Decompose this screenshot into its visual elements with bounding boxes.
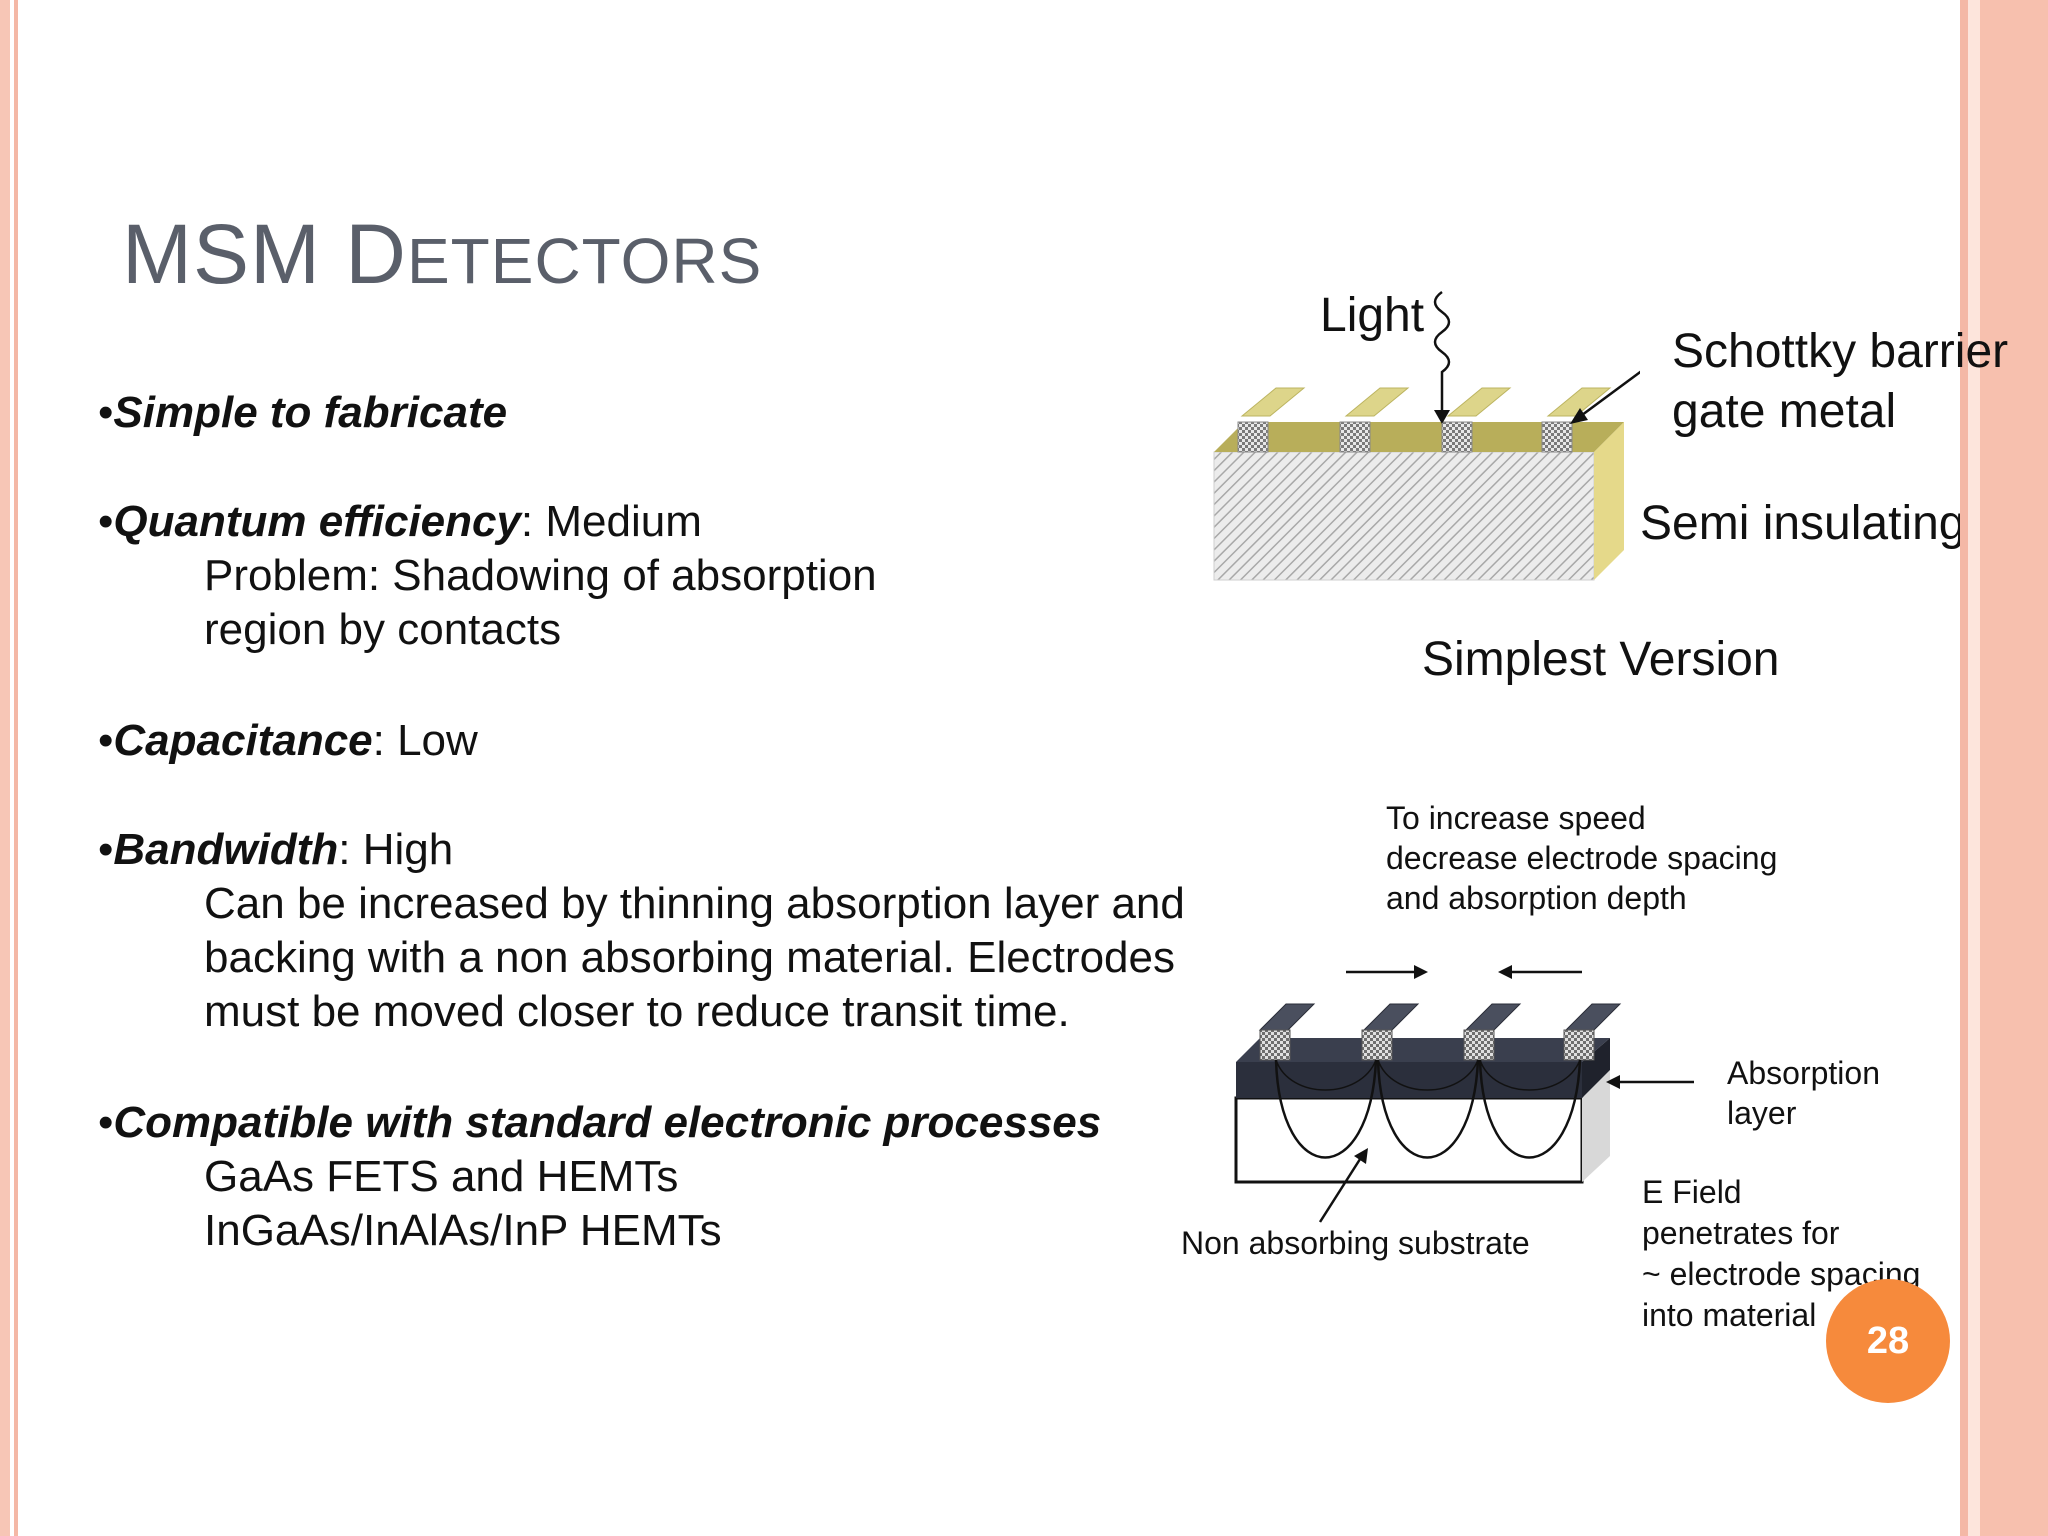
- msm-improved-diagram: [1234, 965, 1694, 1223]
- right-border-band: [1968, 0, 1980, 1536]
- e-field-lines: [1274, 1059, 1582, 1159]
- msm-simple-diagram: [1213, 290, 1640, 581]
- bw-subline-2: backing with a non absorbing material. E…: [204, 933, 1175, 982]
- bullet-bandwidth: •Bandwidth: High: [98, 825, 454, 874]
- compat-subline-1: GaAs FETS and HEMTs: [204, 1152, 679, 1201]
- page-number-badge: 28: [1826, 1279, 1950, 1403]
- semi-insulating-label: Semi insulating GaAs: [1640, 497, 1960, 550]
- speed-note-1: To increase speed: [1386, 800, 1646, 836]
- schottky-label-1: Schottky barrier: [1672, 325, 2009, 378]
- simplest-version-caption: Simplest Version: [1422, 633, 1780, 686]
- substrate-label: Non absorbing substrate: [1181, 1225, 1530, 1261]
- schottky-pointer: [1577, 370, 1640, 420]
- non-absorbing-substrate: [1234, 1096, 1584, 1184]
- light-ray: [1433, 290, 1451, 412]
- absorption-label-1: Absorption: [1727, 1055, 1880, 1091]
- bullet-simple: •Simple to fabricate: [98, 388, 508, 437]
- light-label: Light: [1320, 289, 1425, 342]
- speed-note-2: decrease electrode spacing: [1386, 840, 1778, 876]
- substrate-side-grey: [1582, 1070, 1610, 1182]
- absorption-label-2: layer: [1727, 1095, 1797, 1131]
- bullet-compatible: •Compatible with standard electronic pro…: [98, 1098, 1102, 1147]
- dark-electrode: [1258, 1003, 1622, 1031]
- schottky-label-2: gate metal: [1672, 385, 1897, 438]
- efield-label-1: E Field: [1642, 1174, 1742, 1210]
- right-border-stripe: [1980, 0, 2048, 1536]
- substrate-pointer: [1318, 1155, 1364, 1223]
- dark-electrode-front: [1259, 1029, 1595, 1061]
- speed-note-3: and absorption depth: [1386, 880, 1687, 916]
- right-border-line: [1960, 0, 1968, 1536]
- bw-subline-1: Can be increased by thinning absorption …: [204, 879, 1185, 928]
- bw-subline-3: must be moved closer to reduce transit t…: [204, 987, 1070, 1036]
- electrode: [1240, 387, 1612, 417]
- absorption-layer: [1236, 1062, 1582, 1098]
- electrode-front: [1237, 421, 1573, 453]
- slide-title: MSM DETECTORS: [122, 207, 763, 301]
- left-border-line: [14, 0, 18, 1536]
- compat-subline-2: InGaAs/InAlAs/InP HEMTs: [204, 1206, 722, 1255]
- substrate-top: [1214, 422, 1624, 452]
- substrate-side: [1594, 422, 1624, 580]
- light-arrowhead: [1434, 410, 1450, 424]
- bullet-quantum-efficiency: •Quantum efficiency: Medium: [98, 497, 702, 546]
- substrate-block: [1213, 451, 1595, 581]
- efield-label-4: into material: [1642, 1297, 1817, 1333]
- efield-label-2: penetrates for: [1642, 1215, 1840, 1251]
- left-border-stripe: [0, 0, 10, 1536]
- qe-subline-1: Problem: Shadowing of absorption: [204, 551, 877, 600]
- qe-subline-2: region by contacts: [204, 605, 562, 654]
- bullet-capacitance: •Capacitance: Low: [98, 716, 478, 765]
